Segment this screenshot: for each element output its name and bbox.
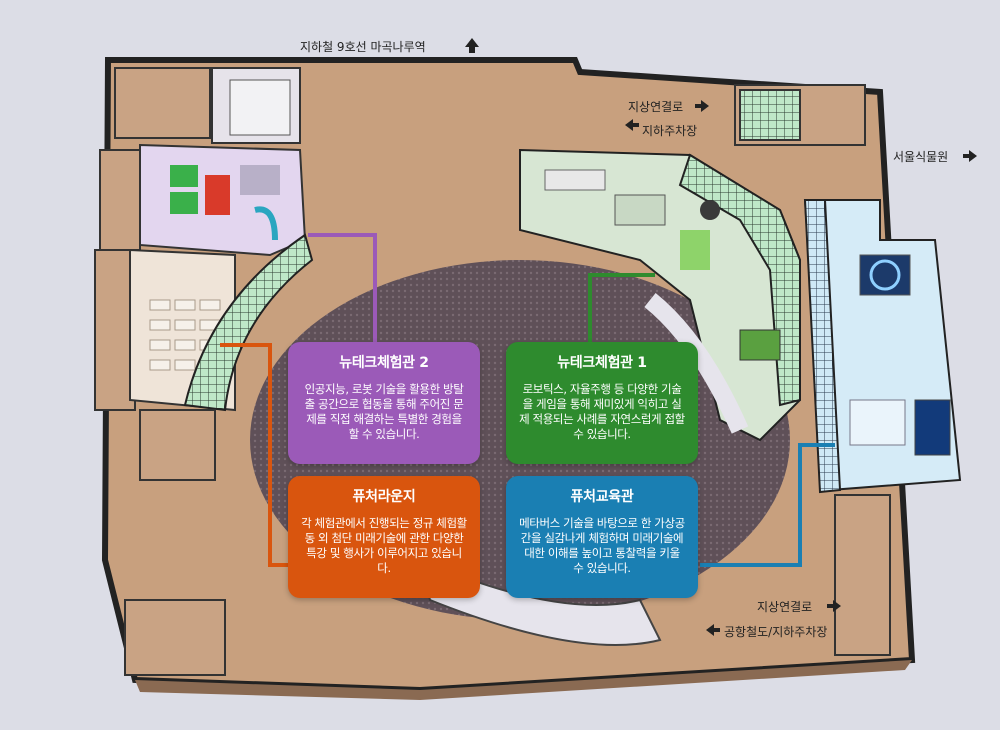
top-right-annex [734,84,866,146]
ground-link-top-label: 지상연결로 [628,98,683,115]
airport-rail-parking-label: 공항철도/지하주차장 [724,623,827,640]
future-lounge-description: 각 체험관에서 진행되는 정규 체험활동 외 첨단 미래기술에 관한 다양한 특… [301,516,467,575]
underground-parking-top-label: 지하주차장 [642,122,697,139]
ground-link-bottom-text: 지상연결로 [757,600,813,614]
connector-lines [220,233,835,567]
future-education-description: 메타버스 기술을 바탕으로 한 가상공간을 실감나게 체험하며 미래기술에대한 … [519,516,685,575]
underground-parking-top-text: 지하주차장 [642,124,698,138]
newtech1-card[interactable]: 뉴테크체험관 1 로보틱스, 자율주행 등 다양한 기술을 게임을 통해 재미있… [506,342,698,464]
botanic-park-label: 서울식물원 [893,148,948,165]
newtech2-title: 뉴테크체험관 2 [339,355,429,371]
subway-direction-label: 지하철 9호선 마곡나루역 [300,38,426,55]
bottom-left-rooms [124,409,891,676]
future-education-card[interactable]: 퓨처교육관 메타버스 기술을 바탕으로 한 가상공간을 실감나게 체험하며 미래… [506,476,698,598]
airport-rail-parking-text: 공항철도/지하주차장 [724,625,828,639]
subway-label-text: 지하철 9호선 마곡나루역 [300,40,426,54]
top-left-rooms [94,67,301,411]
future-lounge-card[interactable]: 퓨처라운지 각 체험관에서 진행되는 정규 체험활동 외 첨단 미래기술에 관한… [288,476,480,598]
newtech2-rooms [139,143,307,257]
newtech1-title: 뉴테크체험관 1 [557,355,647,371]
ground-link-top-text: 지상연결로 [628,100,684,114]
newtech1-wing [519,148,801,442]
direction-arrow-shapes [465,38,977,636]
future-lounge-title: 퓨처라운지 [352,489,416,505]
future-education-title: 퓨처교육관 [570,489,634,505]
newtech2-description: 인공지능, 로봇 기술을 활용한 방탈출 공간으로 협동을 통해 주어진 문제를… [304,382,464,441]
botanic-park-text: 서울식물원 [893,150,949,164]
ground-link-bottom-label: 지상연결로 [757,598,812,615]
newtech2-card[interactable]: 뉴테크체험관 2 인공지능, 로봇 기술을 활용한 방탈출 공간으로 협동을 통… [288,342,480,464]
left-glass-wall [183,233,314,412]
education-wing [803,199,962,494]
newtech1-description: 로보틱스, 자율주행 등 다양한 기술을 게임을 통해 재미있게 익히고 실제 … [519,382,685,441]
